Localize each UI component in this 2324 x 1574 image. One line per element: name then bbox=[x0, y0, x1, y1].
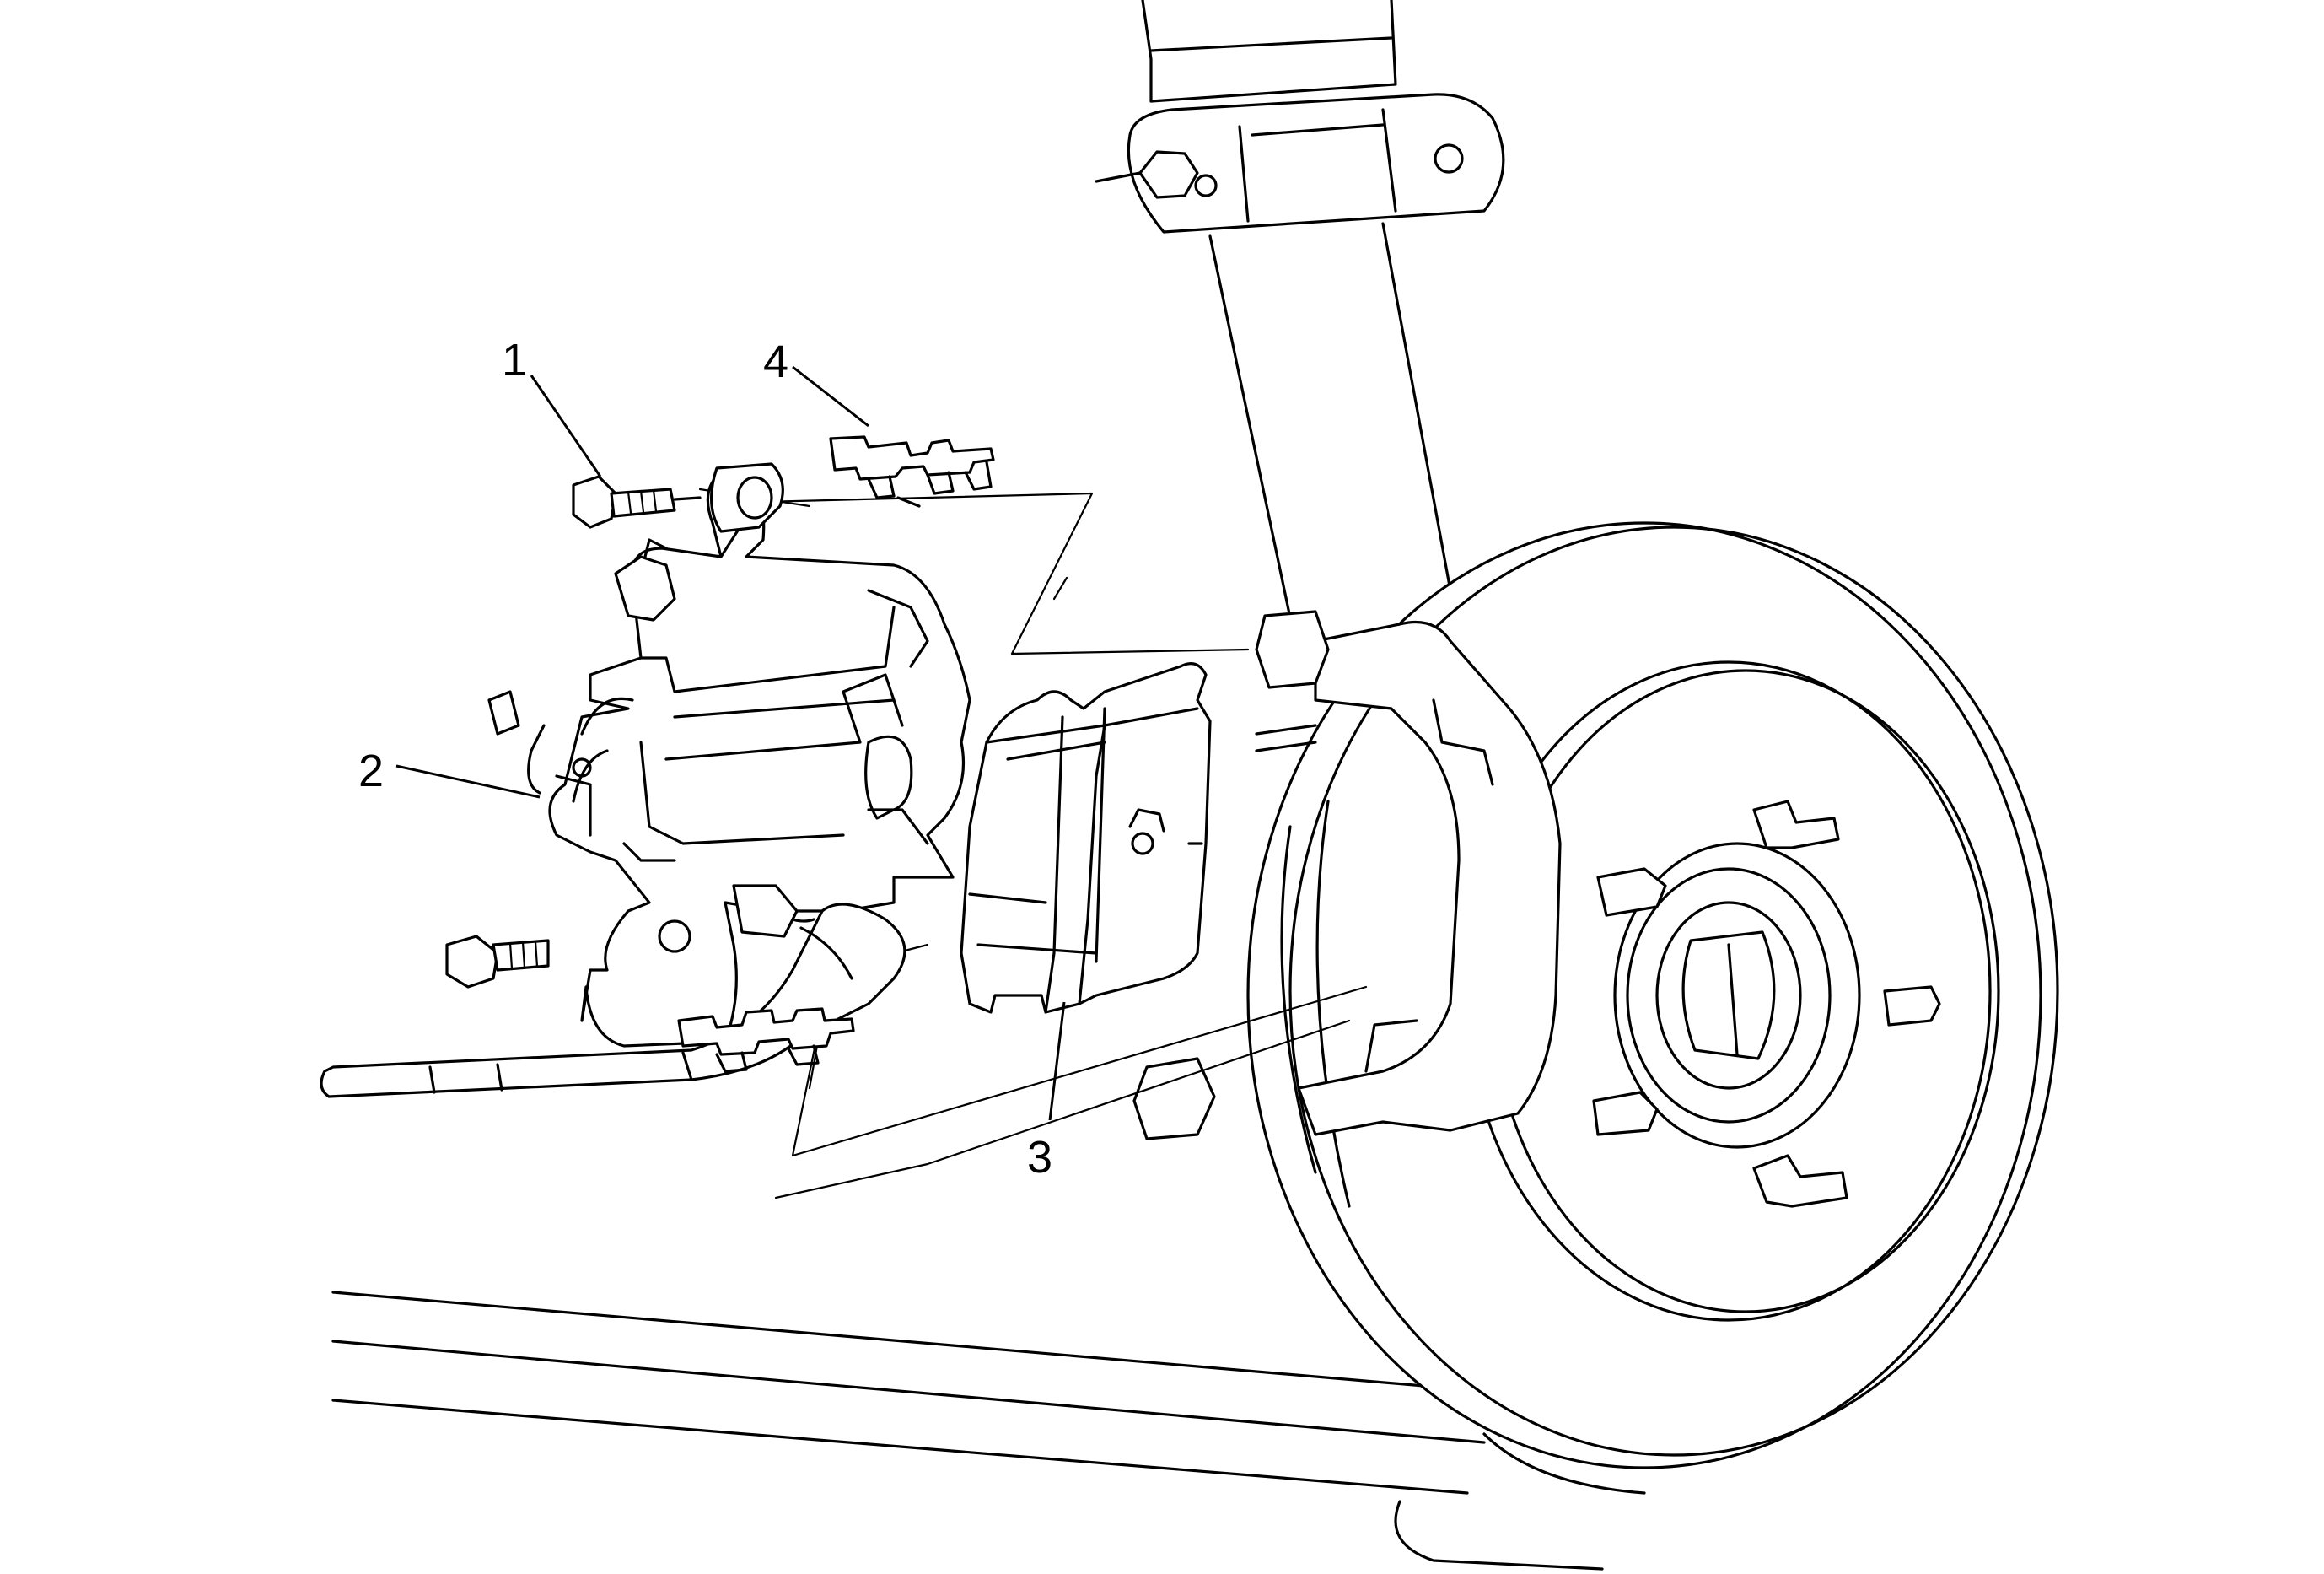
strut bbox=[1095, 0, 1505, 660]
pad-clip-upper bbox=[829, 435, 995, 508]
caliper-bolt-lower bbox=[445, 935, 550, 989]
leader-3 bbox=[1048, 1001, 1066, 1121]
leader-2 bbox=[395, 764, 541, 799]
brake-pads bbox=[960, 662, 1212, 1014]
pad-clip-lower bbox=[677, 1007, 855, 1073]
leader-1 bbox=[530, 375, 602, 477]
caliper-bracket bbox=[1132, 610, 1562, 1140]
callout-3: 3 bbox=[1027, 1132, 1052, 1183]
wheel-studs bbox=[1592, 800, 1941, 1208]
caliper-bleeder-valve bbox=[614, 538, 676, 622]
lower-arm bbox=[331, 1291, 1646, 1571]
callout-1: 1 bbox=[502, 335, 527, 385]
callout-2: 2 bbox=[358, 746, 384, 796]
caliper-mounting-ear-top bbox=[709, 462, 784, 533]
leader-4 bbox=[792, 365, 869, 428]
wheel-hub bbox=[1613, 842, 1861, 1149]
leader-lines bbox=[395, 365, 1066, 1121]
brake-hose bbox=[320, 884, 906, 1098]
callout-4: 4 bbox=[763, 337, 788, 387]
caliper-bolt-upper bbox=[572, 475, 702, 529]
